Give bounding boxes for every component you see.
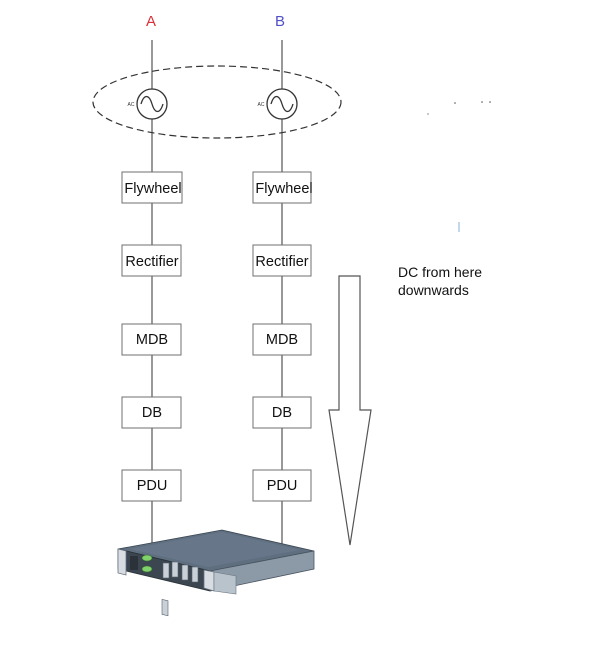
ac-source-icon: AC	[128, 88, 168, 120]
mdb-a-label: MDB	[136, 332, 168, 348]
db-a-label: DB	[142, 405, 162, 421]
rectifier-a-label: Rectifier	[125, 254, 178, 270]
flywheel-a-label: Flywheel	[124, 181, 181, 197]
db-b-box	[252, 396, 312, 429]
flywheel-b-box	[252, 171, 312, 204]
ac-source-b-label: AC	[258, 102, 265, 108]
feed-b-label: B	[275, 13, 285, 30]
mdb-a-box	[121, 323, 182, 356]
db-b-label: DB	[272, 405, 292, 421]
feed-a-label: A	[146, 13, 156, 30]
dc-note-line-1: DC from here	[398, 264, 482, 280]
server-icon	[117, 529, 315, 617]
pdu-a-label: PDU	[137, 478, 168, 494]
flywheel-a-box	[121, 171, 183, 204]
pdu-b-label: PDU	[267, 478, 298, 494]
pdu-a-box	[121, 469, 182, 502]
ac-source-a-label: AC	[128, 102, 135, 108]
flywheel-b-label: Flywheel	[255, 181, 312, 197]
rectifier-a-box	[121, 244, 182, 277]
mdb-b-box	[252, 323, 312, 356]
mdb-b-label: MDB	[266, 332, 298, 348]
rectifier-b-label: Rectifier	[255, 254, 308, 270]
dc-note-line-2: downwards	[398, 282, 469, 298]
ac-source-icon: AC	[258, 88, 298, 120]
pdu-b-box	[252, 469, 312, 502]
down-arrow-icon	[328, 275, 372, 546]
db-a-box	[121, 396, 182, 429]
utility-group-ellipse	[92, 65, 342, 139]
rectifier-b-box	[252, 244, 312, 277]
